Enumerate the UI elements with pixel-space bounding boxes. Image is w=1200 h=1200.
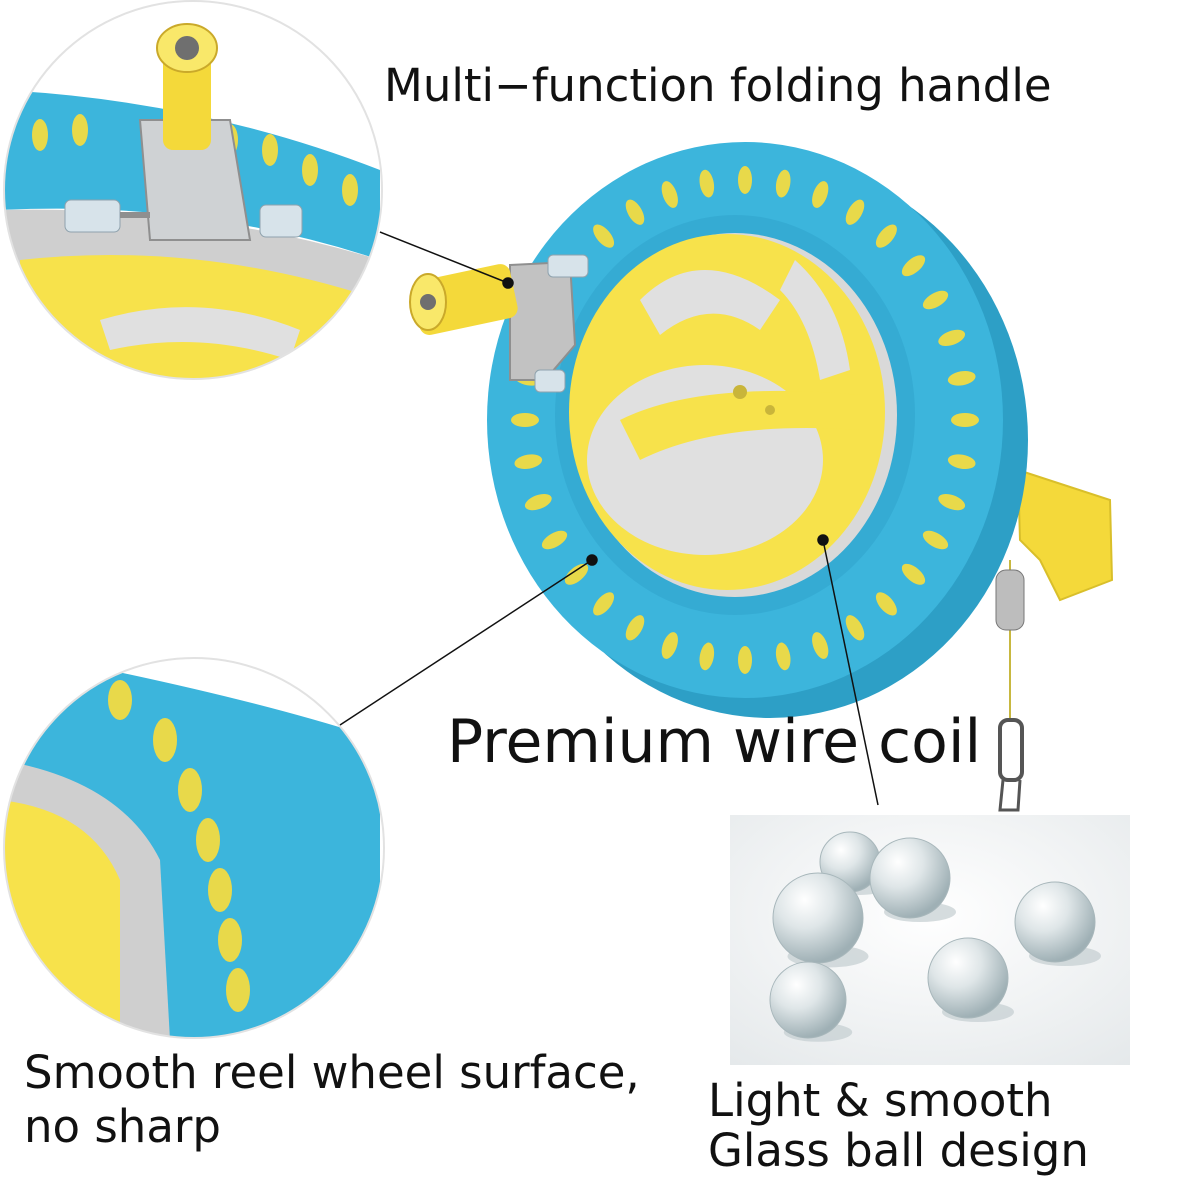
- reel-slot: [875, 224, 897, 248]
- glass-ball-label-line2: Glass ball design: [708, 1124, 1089, 1178]
- smooth-surface-label: Smooth reel wheel surface, no sharp: [24, 1046, 704, 1154]
- reel-slot: [922, 530, 949, 550]
- reel-slot: [564, 563, 589, 585]
- handle-label: Multi−function folding handle: [384, 59, 1052, 112]
- reel-slot: [775, 642, 791, 671]
- glass-ball-label: Light & smooth Glass ball design: [708, 1074, 1188, 1178]
- reel-slot: [524, 493, 552, 511]
- reel-slot: [775, 169, 791, 198]
- reel-slot: [947, 370, 976, 386]
- smooth-surface-label-line1: Smooth reel wheel surface,: [24, 1046, 640, 1099]
- reel-slot: [661, 181, 678, 208]
- reel-slot: [901, 563, 926, 585]
- smooth-surface-label-line2: no sharp: [24, 1100, 221, 1153]
- glass-ball: [772, 872, 864, 964]
- glass-ball-label-line1: Light & smooth: [708, 1074, 1053, 1127]
- reel-slot: [938, 329, 966, 347]
- reel-slot: [951, 413, 979, 427]
- callout-lines: [339, 231, 879, 806]
- wheel-surface-detail-frame: [3, 657, 385, 1039]
- reel-slot: [845, 615, 865, 641]
- reel-slot: [661, 632, 678, 659]
- reel-slot: [738, 646, 752, 674]
- reel-slot: [922, 290, 949, 310]
- reel-slot: [875, 592, 897, 616]
- reel-slot: [947, 454, 976, 470]
- wire-coil-label: Premium wire coil: [447, 707, 982, 777]
- reel-slot: [511, 413, 539, 427]
- glass-balls-image: [730, 815, 1130, 1065]
- reel-slot: [514, 454, 543, 470]
- kite-reel-image: [409, 142, 1114, 812]
- glass-ball: [1014, 881, 1096, 963]
- reel-slot: [625, 199, 645, 225]
- glass-ball: [927, 937, 1009, 1019]
- wheel-surface-detail-image: [4, 658, 384, 1038]
- glass-ball: [769, 961, 847, 1039]
- glass-ball: [869, 837, 951, 919]
- reel-slot: [593, 224, 615, 248]
- reel-slot: [738, 166, 752, 194]
- reel-slot: [699, 169, 715, 198]
- reel-slot: [938, 493, 966, 511]
- reel-slot: [699, 642, 715, 671]
- reel-slot: [541, 530, 568, 550]
- reel-slot: [812, 632, 829, 659]
- handle-detail-frame: [3, 0, 383, 380]
- reel-slot: [901, 255, 926, 277]
- reel-slot: [812, 181, 829, 208]
- handle-detail-image: [4, 1, 382, 379]
- reel-slot: [845, 199, 865, 225]
- reel-slot: [593, 592, 615, 616]
- reel-slot: [625, 615, 645, 641]
